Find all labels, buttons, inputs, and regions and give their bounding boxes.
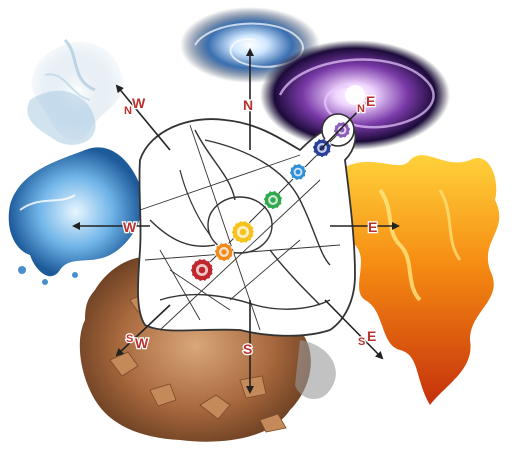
label-north-west-n: N <box>124 105 132 117</box>
chakra-sacral-icon <box>214 242 234 262</box>
chakra-crown-icon <box>333 121 351 139</box>
label-south-east-s: S <box>358 336 365 348</box>
compass-arrows <box>72 48 400 394</box>
space-element-galaxy-purple <box>260 40 450 150</box>
air-element-smoke <box>27 38 124 145</box>
label-north-east-e: E <box>366 93 375 109</box>
arrow-north-west <box>115 84 171 151</box>
label-east: E <box>368 219 377 235</box>
label-south-west-w: W <box>135 335 149 351</box>
label-south: S <box>243 341 252 357</box>
label-west: W <box>123 219 137 235</box>
label-north-west-w: W <box>132 95 146 111</box>
arrow-south-east <box>324 299 384 360</box>
label-north-east-n: N <box>357 103 365 115</box>
water-element-splash <box>8 147 143 285</box>
direction-labels: N S E W N E N W S W S E <box>122 92 379 359</box>
chakra-solar-plexus-icon <box>231 220 255 244</box>
label-south-west-s: S <box>126 333 133 345</box>
chakra-throat-icon <box>289 163 307 181</box>
label-north: N <box>243 97 253 113</box>
arrow-north-east <box>319 95 374 151</box>
chakra-root-icon <box>190 258 214 282</box>
fire-element-flames <box>340 155 500 405</box>
arrow-south-west <box>115 304 171 357</box>
label-south-east-e: E <box>367 328 376 344</box>
chakra-heart-icon <box>263 190 283 210</box>
